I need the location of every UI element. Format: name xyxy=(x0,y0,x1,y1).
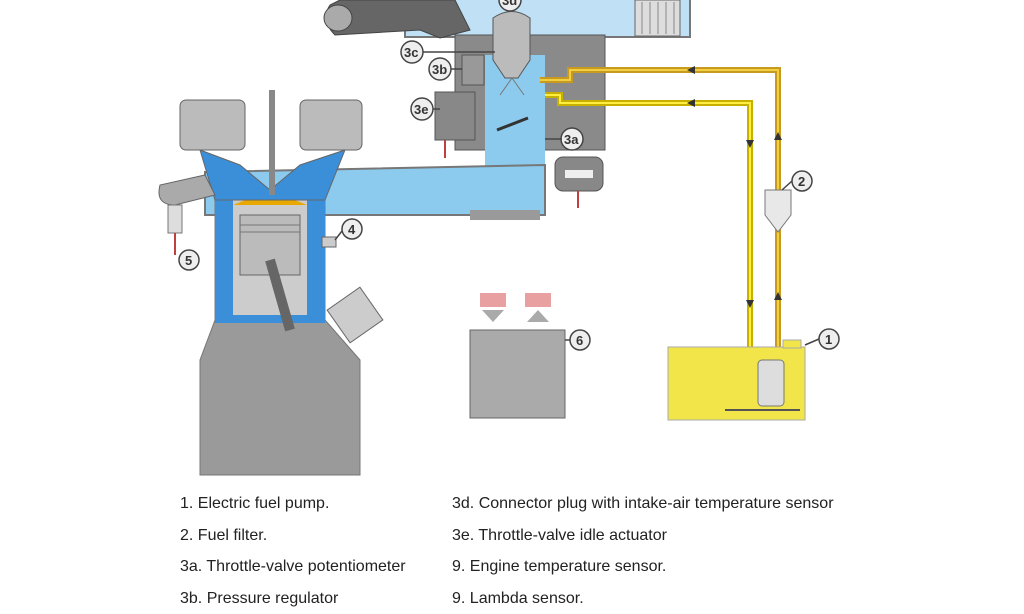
camshaft-cover-left xyxy=(179,99,246,151)
engine-temp-sensor xyxy=(321,236,337,248)
legend-3a: 3a. Throttle-valve potentiometer xyxy=(180,558,406,575)
callout-3c: 3c xyxy=(404,45,418,60)
fuel-tank-filler xyxy=(782,339,802,349)
callout-3d: 3d xyxy=(502,0,517,8)
legend-2: 2. Fuel filter. xyxy=(180,527,268,544)
ecu-input-arrow-icon xyxy=(482,310,504,322)
throttle-valve xyxy=(496,116,529,132)
injector-spray xyxy=(499,77,525,96)
fuel-lines xyxy=(540,67,781,385)
manifold-base xyxy=(470,210,540,220)
potentiometer-window xyxy=(565,170,593,178)
legend-lambda: 9. Lambda sensor. xyxy=(452,590,584,607)
legend-3d: 3d. Connector plug with intake-air tempe… xyxy=(452,495,834,512)
ecu-pin-left xyxy=(480,293,506,307)
callout-circles xyxy=(178,0,840,351)
callout-6: 6 xyxy=(576,333,583,348)
fuel-filter xyxy=(764,189,792,233)
legend-engine-temp: 9. Engine temperature sensor. xyxy=(452,558,667,575)
ecu-pin-right xyxy=(525,293,551,307)
callout-leaders xyxy=(334,51,820,346)
callout-3e: 3e xyxy=(414,102,428,117)
exhaust-pipe-opening xyxy=(323,4,353,32)
distributor xyxy=(326,286,384,344)
piston-rings xyxy=(240,224,300,233)
legend-3e: 3e. Throttle-valve idle actuator xyxy=(452,527,667,544)
lambda-sensor xyxy=(167,204,183,234)
idle-actuator xyxy=(434,91,476,141)
callout-1: 1 xyxy=(825,332,832,347)
flow-arrow-icons xyxy=(687,66,782,308)
callout-4: 4 xyxy=(348,222,356,237)
electric-fuel-pump xyxy=(757,359,785,407)
ecu-box xyxy=(469,329,566,419)
legend-1: 1. Electric fuel pump. xyxy=(180,495,330,512)
legend-3b: 3b. Pressure regulator xyxy=(180,590,339,607)
callout-5: 5 xyxy=(185,253,192,268)
exhaust-manifold xyxy=(158,174,216,206)
ecu-output-arrow-icon xyxy=(527,310,549,322)
connecting-rod xyxy=(265,258,295,332)
injector xyxy=(492,11,531,79)
camshaft-cover-right xyxy=(299,99,363,151)
callout-3b: 3b xyxy=(432,62,447,77)
callout-2: 2 xyxy=(798,174,805,189)
callout-3a: 3a xyxy=(564,132,579,147)
air-filter-pleats xyxy=(641,2,675,34)
cylinder-head xyxy=(199,149,346,201)
pressure-regulator xyxy=(461,54,485,86)
